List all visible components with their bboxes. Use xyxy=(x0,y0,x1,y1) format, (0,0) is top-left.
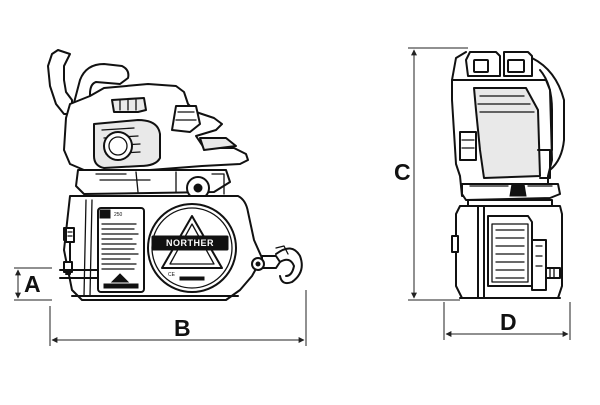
brand-plate xyxy=(151,235,229,251)
dimension-c: C xyxy=(394,47,468,301)
dimension-d-label: D xyxy=(500,309,517,335)
dimension-a: A xyxy=(14,267,52,301)
plate-warning-icon xyxy=(110,273,130,283)
dimension-b: B xyxy=(49,290,307,346)
dimension-d: D xyxy=(443,302,571,340)
dimension-a-label: A xyxy=(24,271,41,297)
plate-code-small: 250 xyxy=(114,212,123,218)
front-winch xyxy=(451,205,563,299)
ce-mark: CE xyxy=(168,272,176,278)
dimension-c-label: C xyxy=(394,159,411,185)
side-view: 250 SST 250C NORTHER CE xyxy=(47,49,303,301)
hook xyxy=(251,245,303,285)
dimension-b-label: B xyxy=(174,315,191,341)
plate-lines xyxy=(101,223,139,270)
brand-mark: NORTHER xyxy=(166,238,214,248)
winch-body: 250 SST 250C NORTHER CE xyxy=(59,195,263,301)
engine-unit xyxy=(47,49,249,200)
front-handle xyxy=(451,51,565,171)
front-view xyxy=(451,51,565,299)
